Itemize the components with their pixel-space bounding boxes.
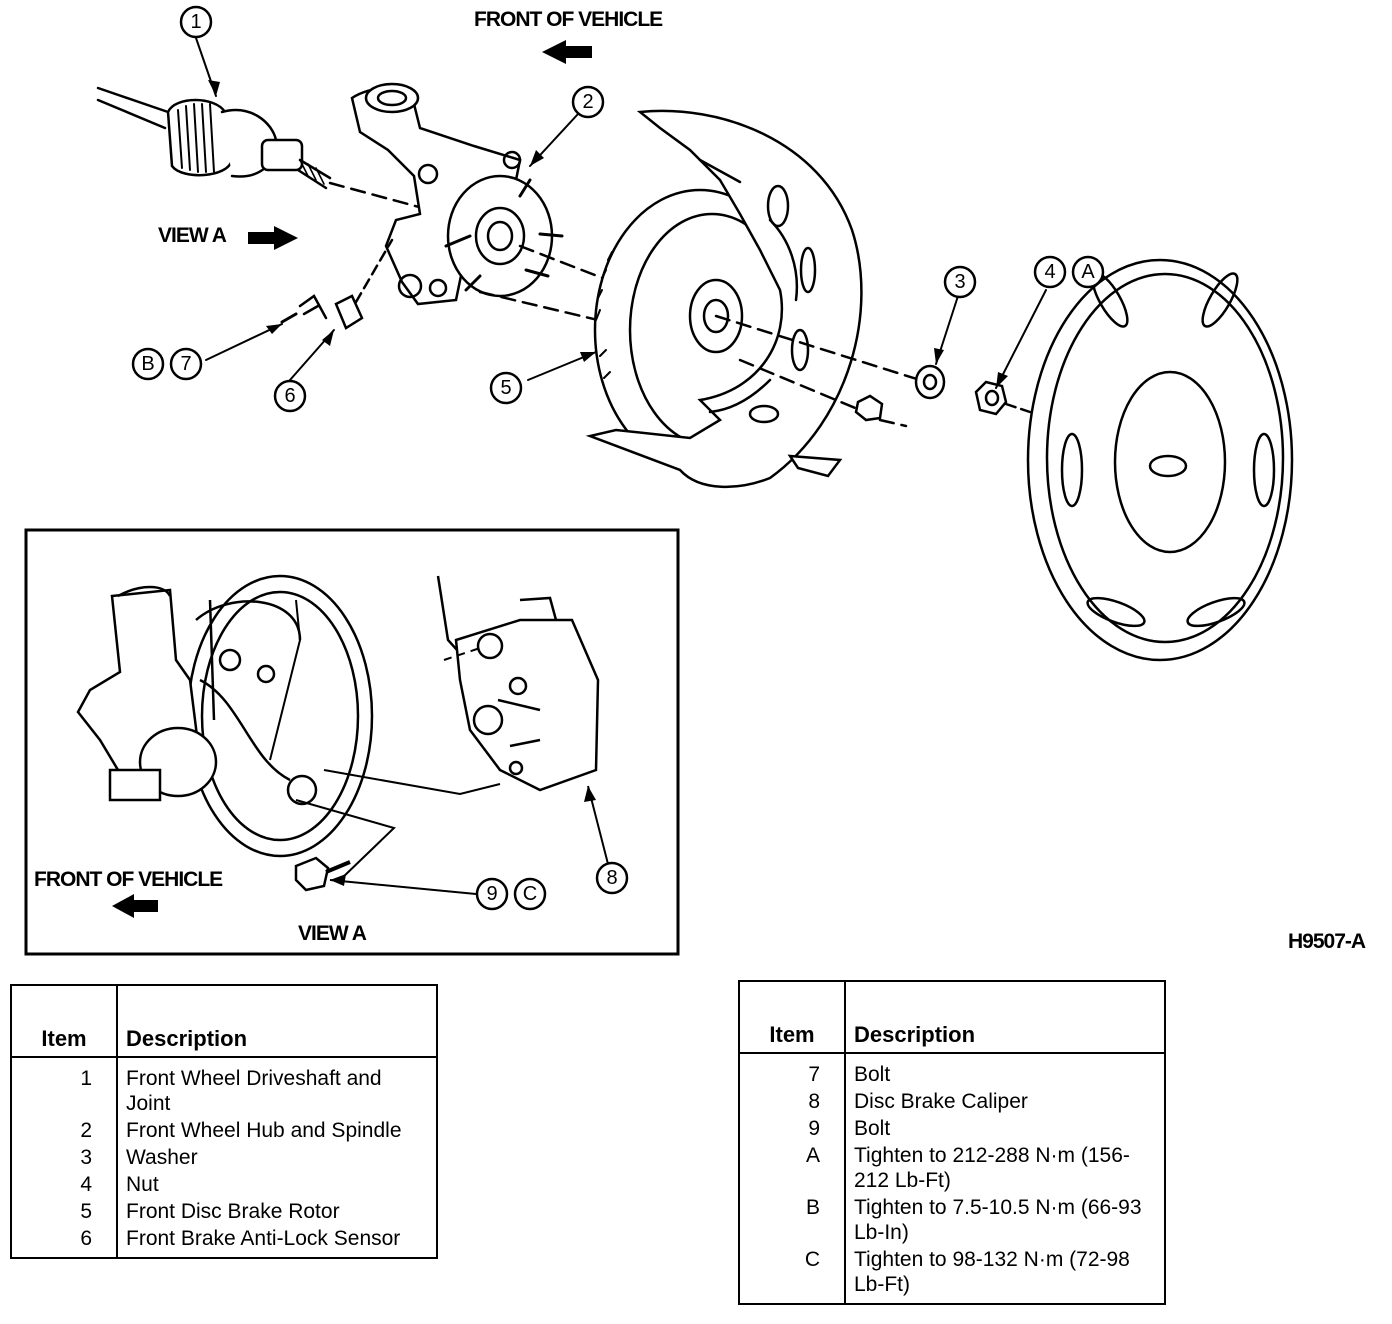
table-row: 8 Disc Brake Caliper: [739, 1088, 1165, 1115]
callout-4: 4: [1044, 261, 1055, 283]
table-row: 2 Front Wheel Hub and Spindle: [11, 1117, 437, 1144]
row-item: 3: [11, 1144, 118, 1171]
row-item: 4: [11, 1171, 118, 1198]
figure-id-label: H9507-A: [1288, 930, 1366, 953]
row-item: 8: [739, 1088, 846, 1115]
exploded-diagram: 1 2 3 4 A 5 6 B 7 8 9 C FRONT OF VEHICLE…: [24, 5, 1367, 956]
front-of-vehicle-arrow: [542, 40, 592, 64]
callout-A: A: [1081, 261, 1095, 283]
callout-2: 2: [582, 91, 593, 113]
inset-leader-lines: [295, 647, 609, 895]
row-item: 1: [11, 1057, 118, 1117]
driveshaft-joint-part: [96, 86, 332, 190]
row-description: Front Brake Anti-Lock Sensor: [126, 1227, 401, 1250]
row-description: Front Wheel Hub and Spindle: [126, 1119, 402, 1142]
row-item: 7: [739, 1053, 846, 1088]
table-header-description: Description: [845, 981, 1165, 1054]
callout-C: C: [523, 883, 537, 905]
callout-1: 1: [190, 11, 201, 33]
row-description: Disc Brake Caliper: [854, 1090, 1028, 1113]
view-a-inset-frame: [24, 528, 680, 956]
table-row: 7 Bolt: [739, 1053, 1165, 1088]
hub-spindle-part: [350, 82, 564, 306]
table-row: 9 Bolt: [739, 1115, 1165, 1142]
table-header-description: Description: [117, 985, 437, 1058]
inset-arrowheads: [112, 786, 596, 918]
row-item: A: [739, 1142, 846, 1194]
sensor-bolt-part: [280, 312, 298, 324]
callout-6: 6: [284, 385, 295, 407]
row-description: Front Disc Brake Rotor: [126, 1200, 340, 1223]
callout-5: 5: [500, 377, 511, 399]
table-row: 6 Front Brake Anti-Lock Sensor: [11, 1225, 437, 1258]
front-of-vehicle-label: FRONT OF VEHICLE: [474, 8, 663, 31]
view-a-label: VIEW A: [158, 224, 227, 247]
row-item: C: [739, 1246, 846, 1304]
table-row: 4 Nut: [11, 1171, 437, 1198]
callout-B: B: [141, 353, 154, 375]
row-item: 2: [11, 1117, 118, 1144]
callout-3: 3: [954, 271, 965, 293]
row-description: Front Wheel Driveshaft and Joint: [126, 1067, 382, 1115]
splash-shield-part: [585, 109, 863, 489]
row-description: Tighten to 212-288 N·m (156-212 Lb-Ft): [854, 1144, 1130, 1192]
abs-sensor-part: [298, 238, 394, 330]
view-a-inset-art: [76, 574, 600, 892]
washer-part: [914, 364, 946, 400]
wheel-cover-part: [1026, 258, 1294, 662]
driveshaft-axis-line: [328, 181, 432, 212]
row-description: Bolt: [854, 1117, 891, 1140]
row-description: Bolt: [854, 1063, 891, 1086]
callout-9: 9: [486, 883, 497, 905]
callout-circles: [131, 5, 1105, 911]
lug-nut-part: [854, 394, 884, 422]
table-row: 3 Washer: [11, 1144, 437, 1171]
inset-view-a-label: VIEW A: [298, 922, 367, 945]
table-header-item: Item: [11, 985, 118, 1058]
inset-front-of-vehicle-label: FRONT OF VEHICLE: [34, 868, 223, 891]
callout-8: 8: [606, 867, 617, 889]
leader-arrowheads: [208, 80, 1008, 388]
table-row: 5 Front Disc Brake Rotor: [11, 1198, 437, 1225]
callout-7: 7: [180, 353, 191, 375]
table-header-item: Item: [739, 981, 846, 1054]
row-description: Tighten to 98-132 N·m (72-98 Lb-Ft): [854, 1248, 1130, 1296]
row-item: B: [739, 1194, 846, 1246]
wheel-axis-line: [714, 314, 922, 428]
hub-nut-part: [974, 380, 1032, 416]
row-item: 9: [739, 1115, 846, 1142]
row-item: 5: [11, 1198, 118, 1225]
row-description: Tighten to 7.5-10.5 N·m (66-93 Lb-In): [854, 1196, 1142, 1244]
row-description: Washer: [126, 1146, 198, 1169]
view-a-arrow: [248, 226, 298, 250]
row-item: 6: [11, 1225, 118, 1258]
row-description: Nut: [126, 1173, 159, 1196]
